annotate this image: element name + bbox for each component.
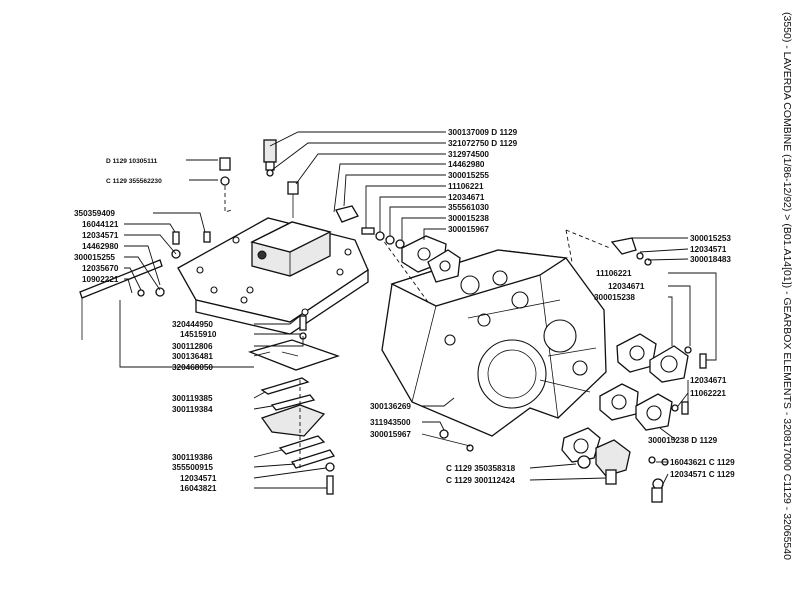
leader-lines (119, 131, 717, 489)
label-l12: 300112806 (172, 342, 213, 351)
label-r9: 300015238 (448, 214, 489, 223)
gasket-stack (247, 315, 341, 495)
label-l9: 10902221 (82, 275, 119, 284)
label-l10: 320444950 (172, 320, 213, 329)
label-l19: 12034571 (180, 474, 217, 483)
label-s6: 300015238 (594, 293, 635, 302)
label-s5: 12034671 (608, 282, 645, 291)
label-l7: 300015255 (74, 253, 115, 262)
label-s9: 300015238 D 1129 (648, 436, 718, 445)
top-cover-assembly (79, 139, 369, 340)
label-b1: 300136269 (370, 402, 411, 411)
label-l8: 12035670 (82, 264, 119, 273)
label-s7: 12034671 (690, 376, 727, 385)
label-s8: 11062221 (690, 389, 726, 398)
label-b4: C 1129 350358318 (446, 464, 516, 473)
label-b3: 300015967 (370, 430, 411, 439)
label-l14: 320468050 (172, 363, 213, 372)
label-r4: 14462980 (448, 160, 485, 169)
gearbox-housing (379, 229, 611, 437)
label-l3: 350359409 (74, 209, 115, 218)
label-r5: 300015255 (448, 171, 489, 180)
label-r7: 12034671 (448, 193, 485, 202)
label-l15: 300119385 (172, 394, 213, 403)
label-r6: 11106221 (448, 182, 484, 191)
label-l18: 355500915 (172, 463, 213, 472)
label-s3: 300018483 (690, 255, 731, 264)
label-s11: 12034571 C 1129 (670, 470, 735, 479)
label-l16: 300119384 (172, 405, 213, 414)
label-s10: 16043621 C 1129 (670, 458, 735, 467)
label-b5: C 1129 300112424 (446, 476, 515, 485)
label-r3: 312974500 (448, 150, 489, 159)
label-l17: 300119386 (172, 453, 213, 462)
label-s1: 300015253 (690, 234, 731, 243)
label-l11: 14515910 (180, 330, 217, 339)
label-l1: D 1129 10305111 (106, 158, 158, 165)
label-r8: 355561030 (448, 203, 489, 212)
side-title: (3550) - LAVERDA COMBINE (1/86-12/92) > … (781, 12, 793, 560)
label-l4: 16044121 (82, 220, 119, 229)
label-s2: 12034571 (690, 245, 727, 254)
label-s4: 11106221 (596, 269, 632, 278)
label-l2: C 1129 355562230 (106, 178, 162, 185)
label-r1: 300137009 D 1129 (448, 128, 518, 137)
label-b2: 311943500 (370, 418, 411, 427)
label-l5: 12034571 (82, 231, 119, 240)
label-l6: 14462980 (82, 242, 119, 251)
label-r2: 321072750 D 1129 (448, 139, 518, 148)
label-r10: 300015967 (448, 225, 489, 234)
label-l20: 16043821 (180, 484, 217, 493)
label-l13: 300136481 (172, 352, 213, 361)
part-labels: D 1129 10305111 C 1129 355562230 3503594… (74, 128, 735, 493)
